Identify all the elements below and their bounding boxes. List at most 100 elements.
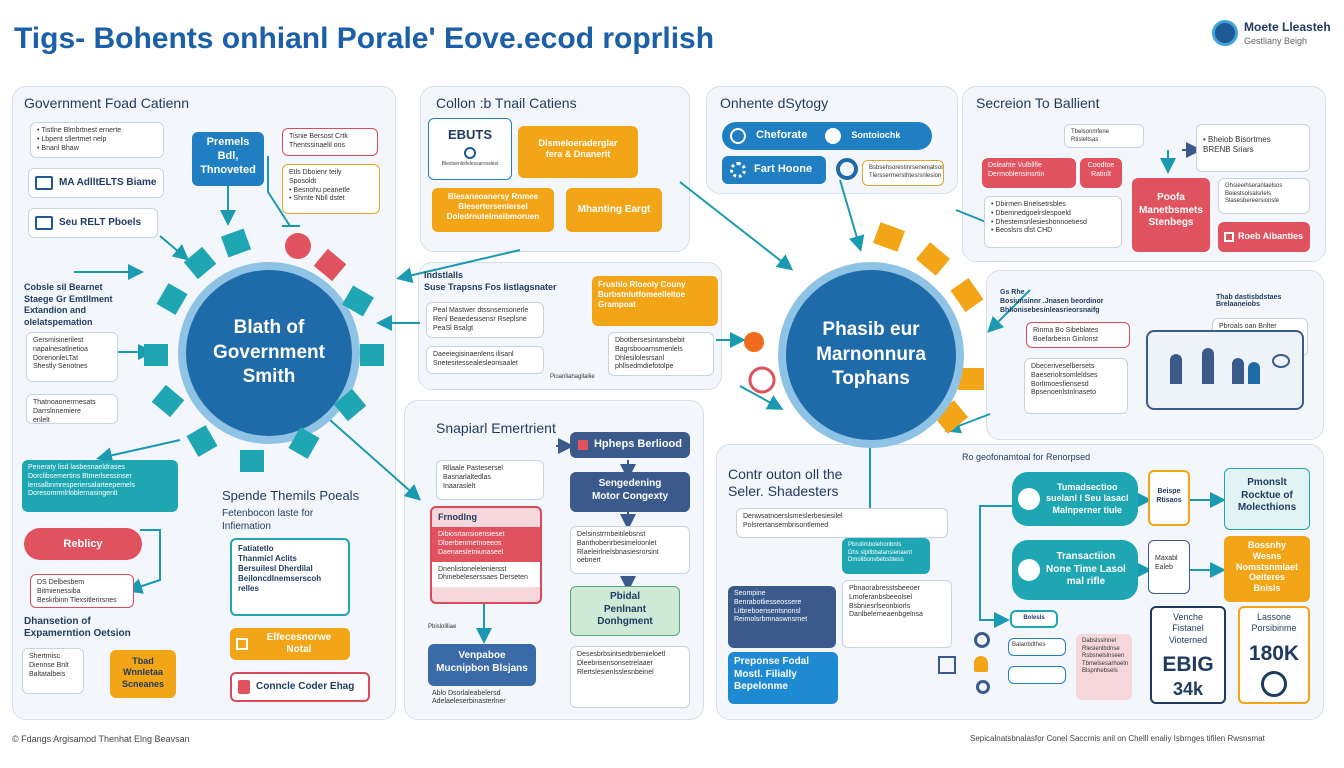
secreion-sub-right: Thab dastisbdstaes Brelaaneiobs [1216,294,1282,308]
left-side-note1: Gersmisinerilest napalnesatlnetioa Doren… [26,332,118,382]
settings-icon [974,632,990,648]
building-icon [577,440,588,450]
spende-red-label: Conncle Coder Ehag [256,680,355,692]
sapiarl-note3: Desesbrbsintsedtrbemieloetl Dleebrisenso… [570,646,690,708]
bottom-right-small1: Beispe Rtisaos [1148,470,1190,526]
chart-icon [1224,232,1234,242]
stat1-label: Venche Fistanel Vioterned [1168,612,1208,645]
sapiarl-navy2: Sengedening Motor Congexty [570,472,690,512]
bottom-right-teal2: Transactiion None Time Lasol mal rifle [1012,540,1138,600]
ray-chip [144,344,168,366]
ray-chip-orange [950,278,984,312]
secreion-note7: Dbeceriveselbersets Baeseriolrsomleldses… [1024,358,1128,414]
left-bottom-title: Dhansetion of Expamerntion Oetsion [24,616,131,639]
search-icon [976,680,990,694]
individ-orange-box: Frushlo Rloeoly Couny Burbstnlutfomeelle… [592,276,718,326]
secreion-note1: Tbelsonmfene Rtisleltsas [1064,124,1144,148]
individ-note3: Dbotbersesintansbebit Bagrsbooarnsmenlel… [608,332,714,376]
bottom-right-teal1: Tumadsectioo suelanl I Seu lasacl Malnpe… [1012,472,1138,526]
collab-title: Collon :b Tnail Catiens [436,95,577,111]
premels-box: Premels Bdl, Thnoveted [192,132,264,186]
secreion-red1: Dsleahte Vulbllfle Dermoblensinsrtin [982,158,1076,188]
bottom-right-icons [934,632,1000,702]
bottom-right-pill-small3 [1008,666,1066,684]
ray-chip-orange [873,222,905,252]
sapiarl-navy3: Venpaboe Mucnipbon Blsjans [428,644,536,686]
stat-card-2: Lassone Porsibinme 180K [1238,606,1310,704]
bottom-right-header: Ro geofonamtoal for Renorpsed [962,452,1091,462]
sapiarl-note1: Rllaale Pastesersel Basnarlaltedlas Inaa… [436,460,544,500]
clock-icon [825,128,842,144]
hub-left: Blath of Government Smith [178,262,360,444]
secreion-note5: Rinma Bo Sibeblates Boefarbeisn Ginlonst [1026,322,1130,348]
hub-right-label: Phasib eur Marnonnura Tophans [816,318,926,390]
person-icon [1248,362,1260,384]
onhente-pill2: Fart Hoone [722,156,826,184]
sapiarl-small-top: Pbisloliliae [428,624,457,630]
stat1-value: EBIG [1162,652,1214,676]
collab-orange3: Mhanting Eargt [566,188,662,232]
ray-chip [156,283,188,315]
hub-left-label: Blath of Government Smith [213,316,325,388]
onhente-pill2-label: Fart Hoone [754,163,813,176]
secreion-sub-title: Gs Rhe Bosiunsinnr .Jnasen beordinor Bhl… [1000,289,1104,315]
computer-icon [35,216,53,230]
globe-icon [730,128,746,144]
secreion-note3: • Bheiob Bisortmes BRENB Sriars [1196,124,1310,172]
ray-chip-orange [915,242,951,276]
bottom-right-pill-small2: Balanbdthes [1008,638,1066,656]
document-icon [236,638,248,650]
ray-dot-orange [744,332,764,352]
ray-chip [220,228,252,258]
footer-right: Sepicalnatsbnalasfor Conel Saccrnis anil… [970,734,1265,743]
individ-note1: Peal Mastwer dtssnsensonerle Renl Beaede… [426,302,544,338]
secreion-note2: • Dbirmen Bnelsetrsbles • Dbemnedgoelrsl… [984,196,1122,248]
left-ma-row: MA AdlltELTS Biame [28,168,164,198]
person-icon [1202,348,1214,384]
left-orange-small: Tbad Wnnletaa Scneanes [110,650,176,698]
secreion-red-big: Poofa Manetbsmets Stenbegs [1132,178,1210,252]
collab-orange2: Blesaneoanersy Rnmee Blesertersenlersel … [432,188,554,232]
secreion-red2: Coodtoe Ratinlt [1080,158,1122,188]
left-ma-label: MA AdlltELTS Biame [59,176,157,188]
left-seu-row: Seu RELT Pboels [28,208,158,238]
idea-icon [974,656,988,672]
stat2-label: Lassone Porsibinme [1251,612,1297,634]
bottom-right-navy: Seompine Benrabotliesseossere Litbreboen… [728,586,836,648]
spende-green-card: Fatiatetlo Thanmicl Aclits Bersuilesl Dh… [230,538,350,616]
handshake-icon [1018,488,1040,510]
left-panel-title: Government Foad Catienn [24,95,189,111]
stat2-value: 180K [1248,641,1300,665]
gear-icon [1018,559,1040,581]
sapiarl-title: Snapiarl Emertrient [436,420,556,436]
ray-chip [360,344,384,366]
hub-left-rays [144,228,384,472]
calendar-icon [938,656,956,674]
individ-title: Indstlalls Suse Trapsns Fos Iistlagsnate… [424,270,557,292]
sapiarl-pink-body: Dibiosrtansioensieset Dloerbenrnetnoeeos… [432,527,540,562]
left-seu-label: Seu RELT Pboels [59,216,142,228]
ray-chip [333,388,367,422]
ray-chip [151,384,185,418]
left-mid-note: DS Delbesbem Bitmienessiba Beskrbinn Tle… [30,574,134,608]
note-mid: Etls Dboienr teily Sposoldt • Besnohu pe… [282,164,380,214]
ray-chip-orange [958,368,984,390]
hub-right: Phasib eur Marnonnura Tophans [778,262,964,448]
sapiarl-small-bottom: Ablo Dsorlaleabelersd Adelaeleserbinaste… [432,690,506,706]
bottom-right-green-right: Pmonslt Rocktue of Molecthions [1224,468,1310,530]
secreion-note4: Ghsieeihseranlaelsos Beiestsolsalsrlels … [1218,178,1310,214]
ray-chip-red [313,248,347,282]
ray-chip [288,427,320,459]
brand-subtitle: Gestliany Beigh [1244,36,1308,46]
brand-name: Moete Lleasteh [1244,20,1331,34]
bottom-right-orange-right: Bossnhy Wesns Nomstsnmlaet Oeiteres Bnis… [1224,536,1310,602]
left-teal-bar: Peneraty lisd lasbesnaeldrases Dorclibse… [22,460,178,512]
ray-chip [186,425,218,457]
spende-orange-label: Elfecesnorwe Notal [266,631,332,656]
spende-title: Spende Themils Poeals [222,488,360,503]
bottom-right-note2: Pbnaorabresstsbeeoer Lmoferanbsbeeolsel … [842,580,952,648]
gear-icon [730,162,746,178]
stat1-sub: 34k [1172,679,1204,699]
bottom-right-green-note: Pbrutimbolehonbnts Dhs slpitbbatansienae… [842,538,930,574]
secreion-red-small: Roeb Aibanties [1218,222,1310,252]
